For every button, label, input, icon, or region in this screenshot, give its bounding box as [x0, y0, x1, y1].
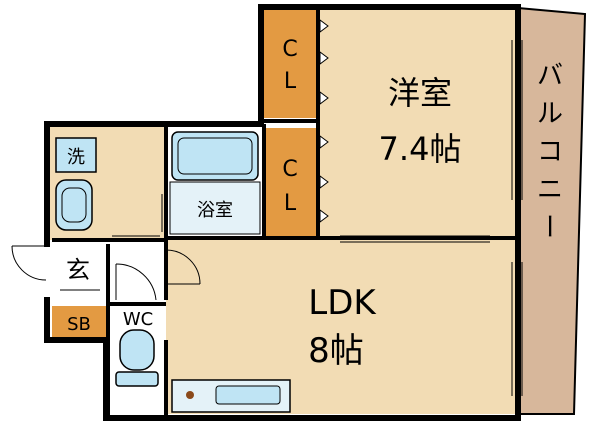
inner-walls [52, 8, 518, 418]
bath-floor [169, 181, 261, 235]
western-room-name: 洋室 [388, 74, 452, 112]
washer-icon [55, 137, 97, 173]
bath-label: 浴室 [197, 200, 233, 221]
door-swings [11, 245, 201, 301]
corridor [108, 244, 166, 304]
svg-text:コ: コ [537, 137, 563, 167]
balcony-windows [511, 40, 523, 396]
closet-lower-label-c: C [282, 157, 297, 182]
closet-upper-label-c: C [282, 37, 297, 62]
balcony-label: バ ル コ ニ ー [533, 61, 563, 239]
toilet-icon [119, 329, 155, 371]
entrance-area [52, 244, 108, 304]
closet-lower-label-l: L [284, 191, 297, 216]
svg-text:バ: バ [537, 61, 563, 91]
svg-text:ル: ル [537, 99, 563, 129]
ldk-room-size: 8帖 [308, 331, 364, 371]
svg-text:ー: ー [533, 213, 563, 239]
toilet-label: WC [123, 309, 153, 330]
washer-label: 洗 [67, 147, 85, 168]
kitchen-sink-icon [215, 385, 281, 405]
western-room [318, 8, 518, 240]
closet-upper-label-l: L [284, 69, 297, 94]
closet-lower [264, 128, 318, 238]
entrance-label: 玄 [66, 256, 90, 284]
svg-text:ニ: ニ [537, 175, 563, 205]
shoe-box [52, 306, 106, 338]
stove-icon [186, 391, 194, 399]
western-room-size: 7.4帖 [379, 130, 462, 168]
closet-door-markers [319, 19, 329, 223]
closet-upper [264, 10, 318, 118]
ldk-room-name: LDK [308, 283, 377, 323]
shoe-box-label: SB [67, 314, 91, 335]
